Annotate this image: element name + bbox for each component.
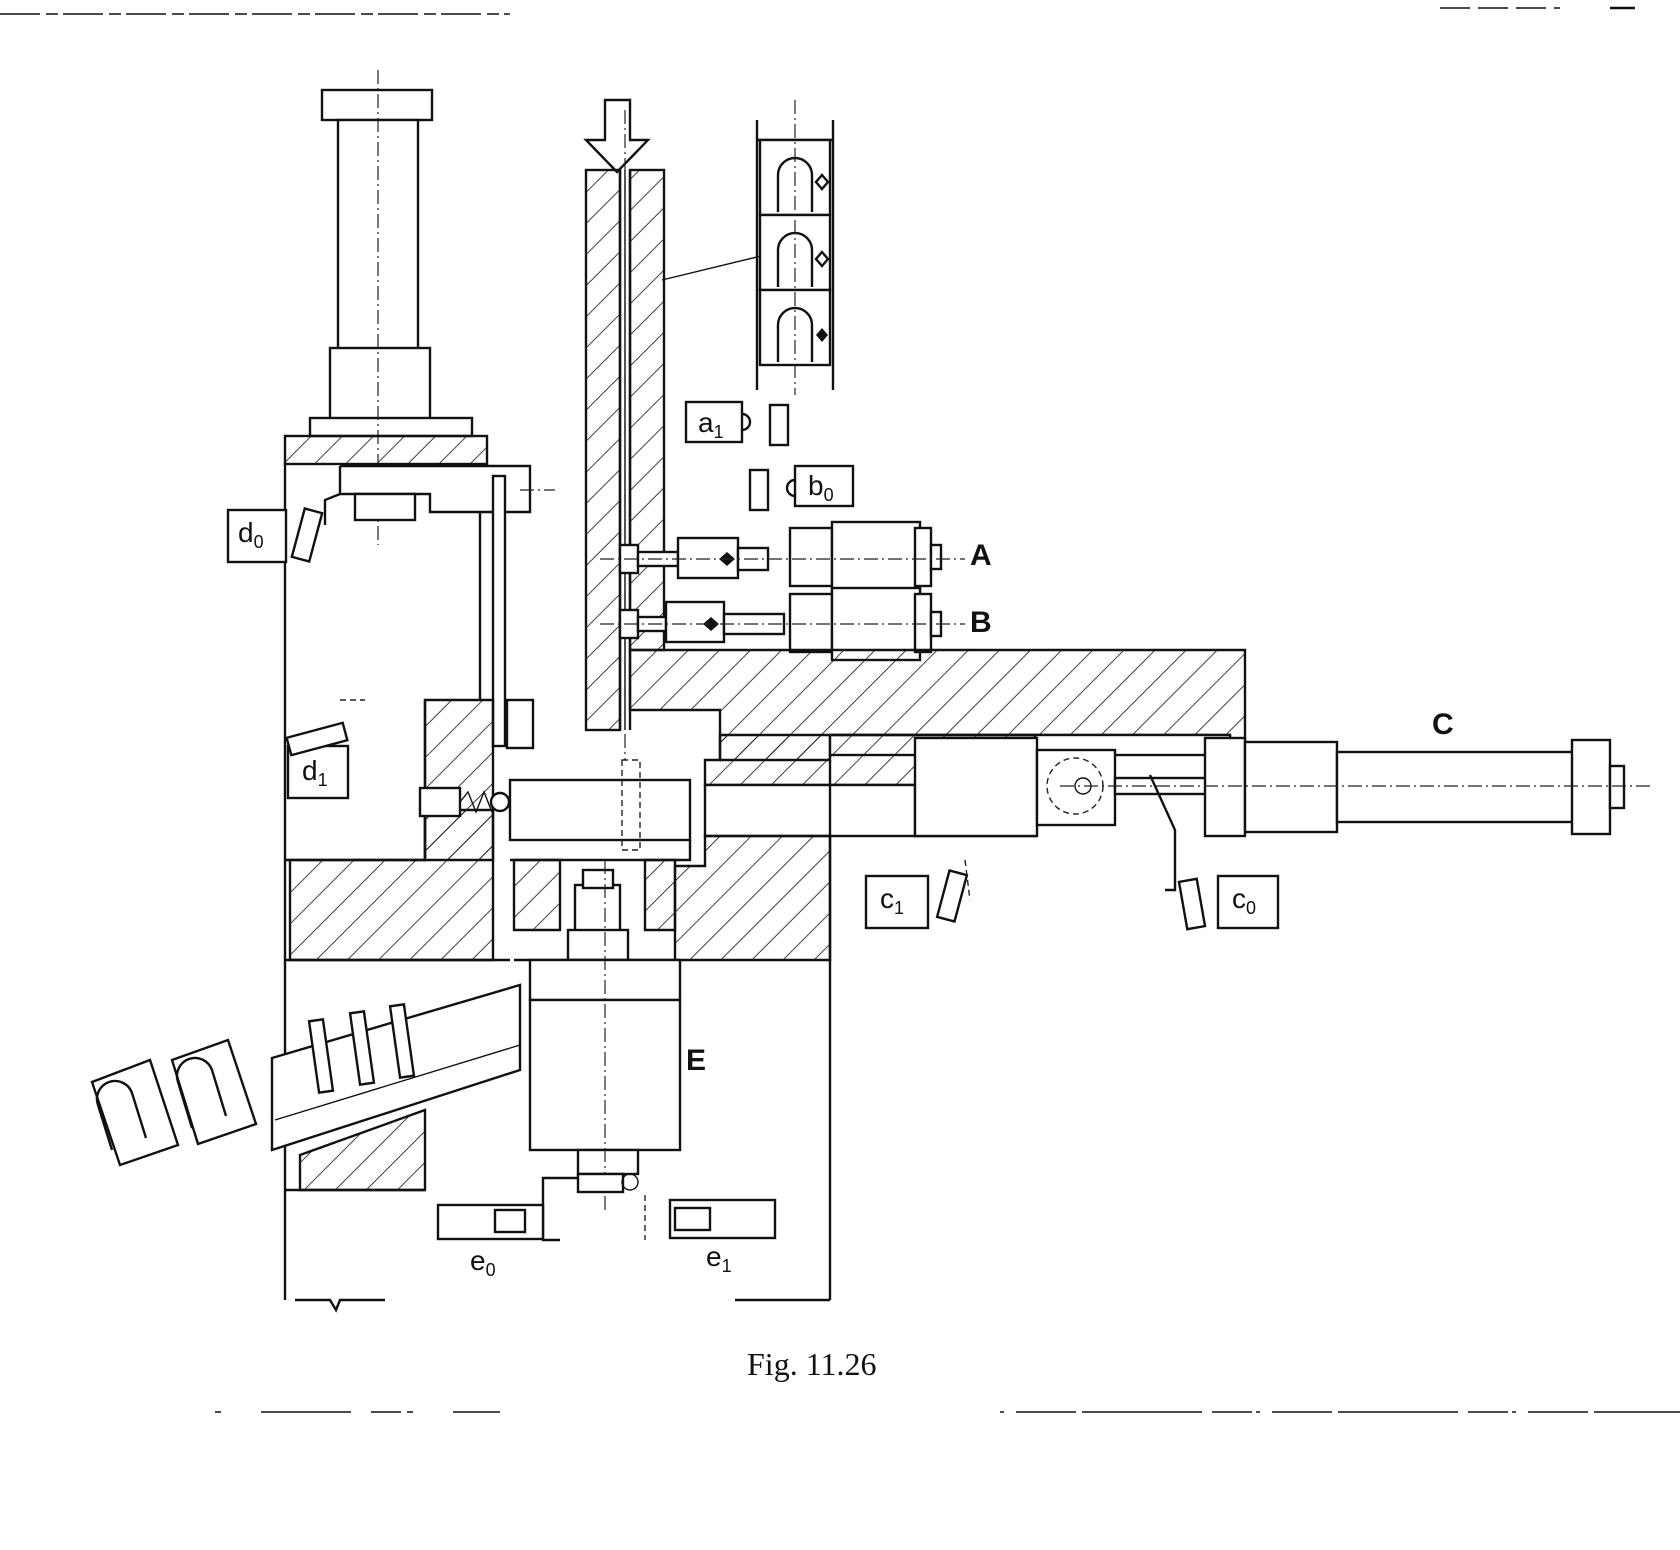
cylinder-b: B bbox=[600, 586, 992, 662]
sensor-b0: b0 bbox=[748, 464, 855, 512]
sensor-d0: d0 bbox=[226, 507, 324, 564]
u-part-stack-detail bbox=[755, 100, 835, 395]
sensor-e1: e1 bbox=[644, 1195, 777, 1276]
label-b: B bbox=[970, 606, 992, 639]
u-part-ejected-1 bbox=[90, 1058, 180, 1167]
sensor-c0: c0 bbox=[1148, 774, 1280, 931]
cylinder-d bbox=[308, 70, 474, 545]
sensor-d1: d1 bbox=[285, 699, 365, 800]
sensor-c0-label: c0 bbox=[1232, 883, 1256, 918]
sensor-a1-label: a1 bbox=[698, 407, 724, 442]
cylinder-c: C bbox=[913, 708, 1650, 838]
scan-edge-lines bbox=[0, 6, 1680, 1413]
cylinder-e: E bbox=[528, 860, 706, 1210]
cylinder-a: A bbox=[600, 520, 992, 594]
sensor-a1: a1 bbox=[684, 400, 790, 447]
lower-base bbox=[90, 983, 830, 1313]
figure-caption: Fig. 11.26 bbox=[747, 1346, 877, 1382]
sensor-c1: c1 bbox=[864, 859, 971, 930]
sensor-d1-label: d1 bbox=[302, 755, 328, 790]
sensor-b0-label: b0 bbox=[808, 470, 834, 505]
label-c: C bbox=[1432, 708, 1454, 741]
sensor-d0-label: d0 bbox=[238, 517, 264, 552]
u-part-ejected-2 bbox=[170, 1038, 258, 1146]
sensor-e0: e0 bbox=[436, 1176, 578, 1280]
label-a: A bbox=[970, 539, 992, 572]
sensor-e0-label: e0 bbox=[470, 1245, 496, 1280]
housing-left bbox=[283, 434, 555, 1300]
feed-chute bbox=[583, 98, 766, 760]
label-e: E bbox=[686, 1044, 706, 1077]
sensor-e1-label: e1 bbox=[706, 1241, 732, 1276]
sensor-c1-label: c1 bbox=[880, 883, 904, 918]
